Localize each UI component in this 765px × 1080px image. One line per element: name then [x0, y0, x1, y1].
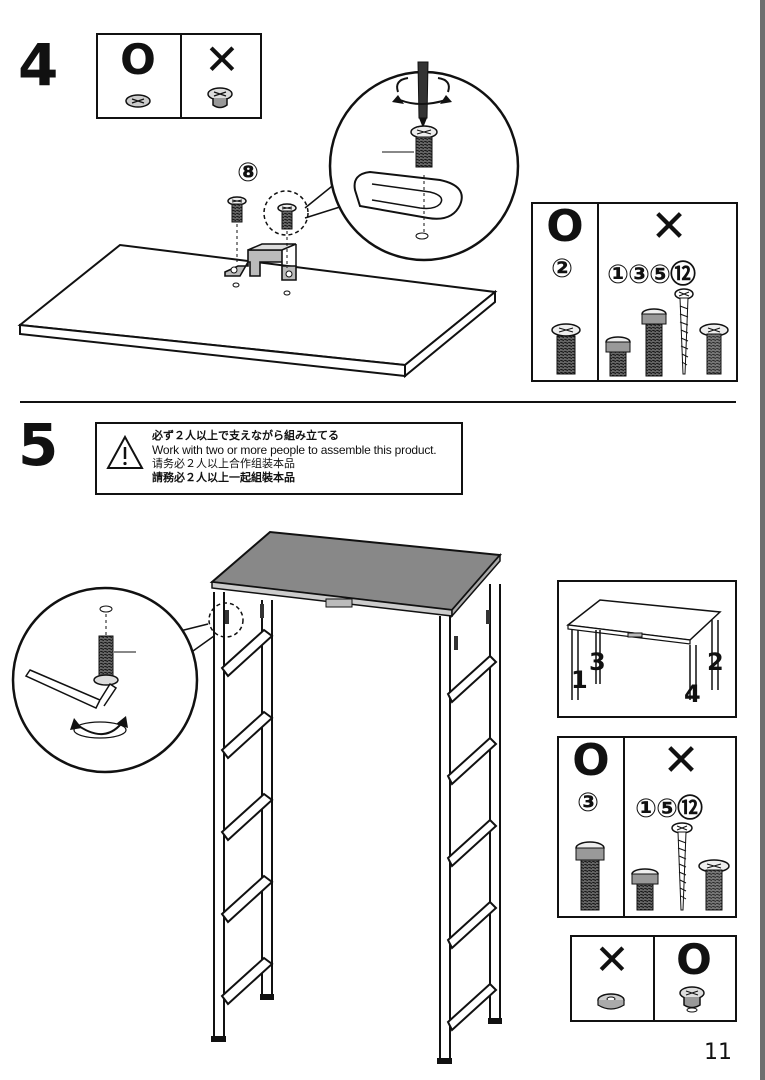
screw-part-8-left [227, 196, 247, 262]
wrong-cross-icon: ✕ [650, 201, 688, 252]
wrong-cross-icon: ✕ [662, 735, 700, 786]
warning-text-ja: 必ず２人以上で支えながら組み立てる [152, 429, 339, 442]
correct-circle-icon: O [120, 35, 156, 84]
flat-washer-icon [125, 94, 151, 108]
screw-part-3-icon [641, 308, 667, 377]
order-inset-drawing [566, 599, 722, 700]
screw-part-1-icon [605, 336, 631, 377]
ng-parts-label: ①③⑤⑫ [607, 260, 696, 290]
warning-triangle-icon [106, 434, 144, 469]
warning-text-zh-cn: 请务必２人以上合作组装本品 [152, 457, 295, 470]
warning-text-en: Work with two or more people to assemble… [152, 443, 437, 457]
page-number: 11 [704, 1040, 732, 1065]
screw-part-12-icon [698, 859, 730, 911]
order-number-2: 2 [707, 648, 724, 676]
step-number-5: 5 [18, 411, 59, 479]
correct-circle-icon: O [572, 735, 610, 786]
ok-part-label: ② [551, 254, 573, 284]
step-divider [20, 401, 736, 403]
step5-washer-table: ✕ O [570, 935, 737, 1022]
step4-washer-compare-box: O ✕ [96, 33, 262, 119]
board-c-step4 [17, 243, 498, 379]
order-number-1: 1 [571, 666, 588, 694]
box-divider [180, 35, 182, 117]
wrong-cross-icon: ✕ [594, 935, 630, 984]
flanged-washer-icon [207, 87, 233, 109]
screw-part-5-icon [671, 822, 693, 911]
warning-box: 必ず２人以上で支えながら組み立てる Work with two or more … [95, 422, 463, 495]
screw-part-8-right [263, 190, 309, 268]
page-edge-bar [760, 0, 765, 1080]
ok-part-label: ③ [577, 788, 599, 818]
correct-circle-icon: O [546, 201, 584, 252]
order-number-3: 3 [589, 648, 606, 676]
step-number-4: 4 [18, 31, 59, 99]
table-divider [623, 738, 625, 916]
screw-part-3-icon [575, 841, 605, 911]
part-label-8: ⑧ [237, 158, 259, 188]
flat-washer-icon [597, 993, 625, 1010]
screw-part-12-icon [699, 323, 729, 375]
shelf-frame-step5 [208, 530, 503, 1064]
table-divider [597, 204, 599, 380]
wrong-cross-icon: ✕ [204, 35, 240, 84]
screw-part-5-icon [674, 288, 694, 375]
table-divider [653, 937, 655, 1020]
bracket-part [224, 243, 297, 296]
warning-text-zh-tw: 請務必２人以上一起組裝本品 [152, 471, 295, 484]
step4-zoom-callout [328, 61, 520, 262]
step5-zoom-callout [11, 586, 199, 774]
screw-part-1-icon [631, 868, 659, 911]
screw-part-2-icon [551, 323, 581, 375]
correct-circle-icon: O [676, 935, 712, 984]
order-inset-box: 1 3 2 4 [557, 580, 737, 718]
flanged-washer-icon [679, 986, 705, 1013]
ng-parts-label: ①⑤⑫ [635, 794, 703, 824]
